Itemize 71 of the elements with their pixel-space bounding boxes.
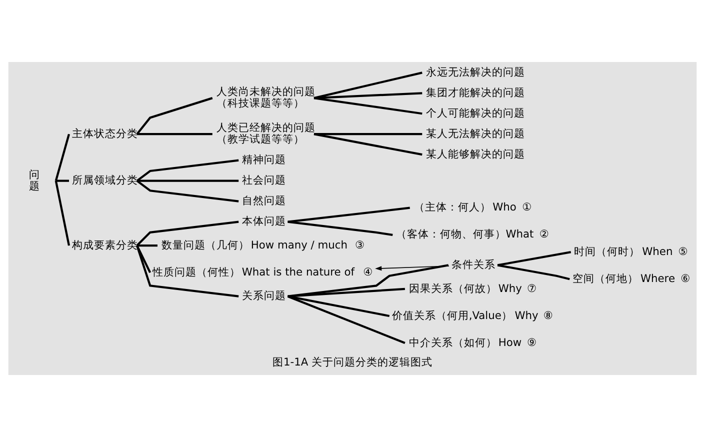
connector <box>136 97 213 135</box>
node-label: ④ <box>363 265 373 278</box>
connector <box>54 134 70 182</box>
node-label: Who <box>492 200 516 214</box>
connector <box>136 180 239 202</box>
connector <box>497 264 570 280</box>
node-text: 空间（何地） <box>572 272 638 285</box>
node-label: ① <box>522 200 532 214</box>
node-text: 社会问题 <box>242 174 286 187</box>
node-label: Where <box>640 272 676 285</box>
node-text: 价值关系（何用,Value） <box>392 308 512 322</box>
connector <box>136 245 152 274</box>
node-text: 关系问题 <box>242 289 286 302</box>
node-text: （主体：何人） <box>414 200 491 214</box>
connector <box>136 159 239 182</box>
connector <box>136 220 239 246</box>
node-text: 永远无法解决的问题 <box>426 65 526 78</box>
connector <box>137 244 158 247</box>
connector <box>288 206 410 223</box>
node-text: 集团才能解决的问题 <box>426 86 526 99</box>
arrow <box>375 266 450 271</box>
connector <box>314 133 422 156</box>
connector <box>56 180 69 182</box>
connector <box>288 288 405 298</box>
node-label: How <box>498 336 522 349</box>
node-text: 本体问题 <box>242 214 286 228</box>
connector <box>137 180 239 182</box>
node-label: ⑦ <box>527 282 537 295</box>
node-text: 数量问题（几何） <box>162 238 250 252</box>
caption: 图1-1A 关于问题分类的逻辑图式 <box>272 355 433 368</box>
node-label: ⑤ <box>678 244 688 258</box>
connector <box>288 295 390 318</box>
node-label: How many / much <box>250 238 348 252</box>
node-label: ③ <box>354 238 365 252</box>
node-label: ⑨ <box>527 336 537 349</box>
node-label: Why <box>498 282 522 295</box>
node-text: 个人可能解决的问题 <box>426 106 526 120</box>
connector <box>497 251 572 266</box>
connector <box>136 245 239 298</box>
node-text: 因果关系（何故） <box>409 282 498 295</box>
connector <box>314 97 422 115</box>
node-label: What <box>506 228 534 241</box>
node-label: What is the nature of <box>242 265 354 278</box>
connector <box>137 133 212 136</box>
connector <box>287 295 406 344</box>
connector <box>314 72 422 100</box>
node-label: When <box>642 244 673 258</box>
connector <box>54 180 70 246</box>
node-text: 性质问题（何性） <box>152 265 241 278</box>
node-label: ⑥ <box>680 272 690 285</box>
node-label: Why <box>514 308 538 322</box>
node-text: 某人无法解决的问题 <box>426 126 526 140</box>
node-text: 人类尚未解决的问题（科技课题等等） <box>216 85 316 110</box>
node-text: 条件关系 <box>452 258 496 271</box>
node-text: 某人能够解决的问题 <box>426 147 526 160</box>
node-text: 中介关系（如何） <box>409 336 498 349</box>
connector <box>314 133 422 136</box>
node-text: 主体状态分类 <box>72 126 138 140</box>
connector <box>288 264 449 298</box>
node-text: 自然问题 <box>242 194 286 208</box>
node-label: ⑧ <box>543 308 553 322</box>
node-text: 问题 <box>28 168 40 192</box>
node-text: 人类已经解决的问题（教学试题等等） <box>216 121 316 146</box>
node-label: ② <box>539 228 549 241</box>
node-text: 精神问题 <box>242 153 286 166</box>
node-text: （客体：何物、何事） <box>396 228 506 241</box>
connector <box>288 220 393 236</box>
connector <box>314 92 422 100</box>
node-text: 时间（何时） <box>574 244 640 258</box>
node-text: 所属领域分类 <box>72 174 138 187</box>
node-text: 构成要素分类 <box>72 238 138 252</box>
